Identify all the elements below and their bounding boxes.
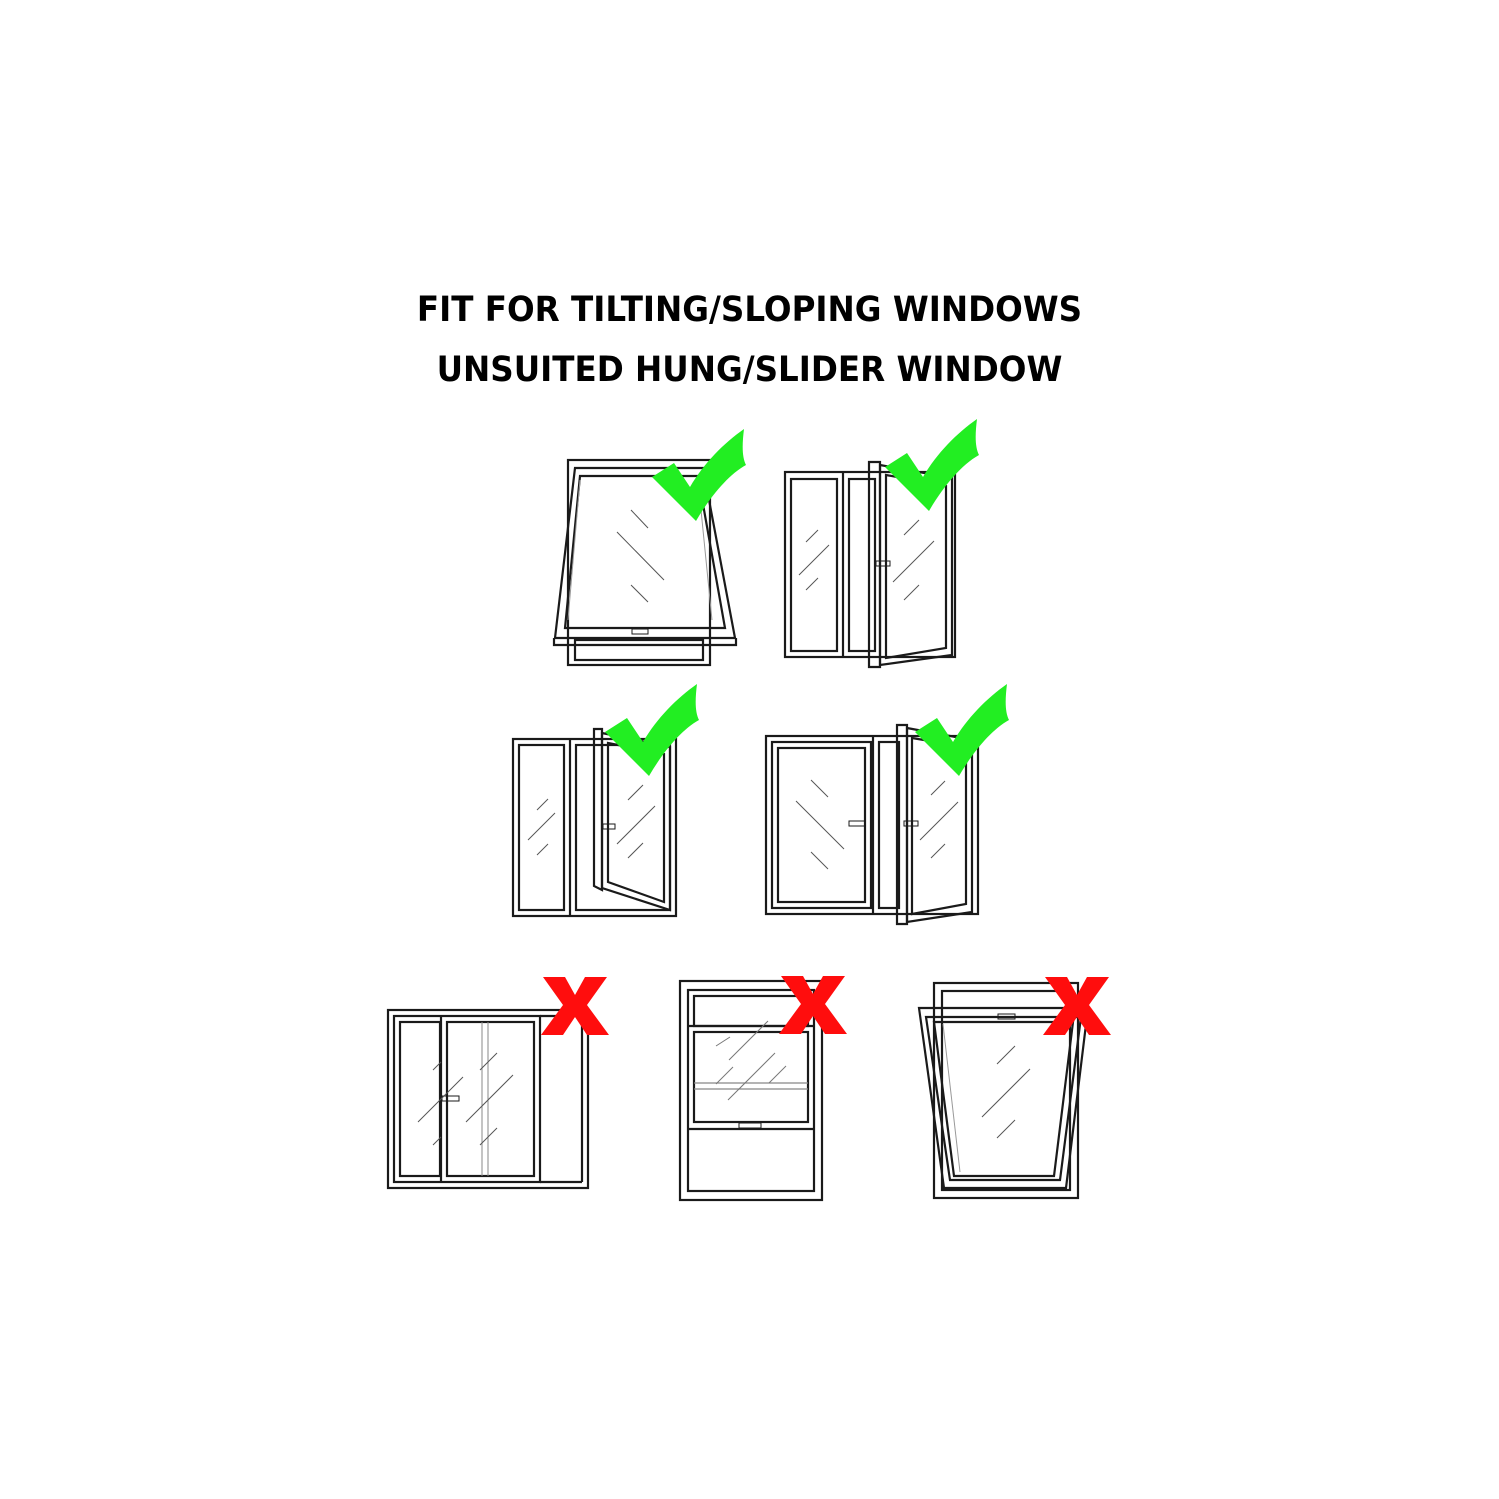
window-casement-double-wide	[764, 723, 980, 926]
headline-unsuitable: UNSUITED HUNG/SLIDER WINDOW	[436, 350, 1063, 390]
headline-suitable: FIT FOR TILTING/SLOPING WINDOWS	[416, 290, 1083, 330]
check-icon	[885, 419, 979, 511]
x-icon	[541, 977, 609, 1035]
check-icon	[652, 429, 746, 521]
window-bottom-hung	[917, 981, 1090, 1200]
check-icon	[915, 684, 1009, 776]
check-icon	[605, 684, 699, 776]
window-horizontal-slider	[386, 1008, 590, 1190]
